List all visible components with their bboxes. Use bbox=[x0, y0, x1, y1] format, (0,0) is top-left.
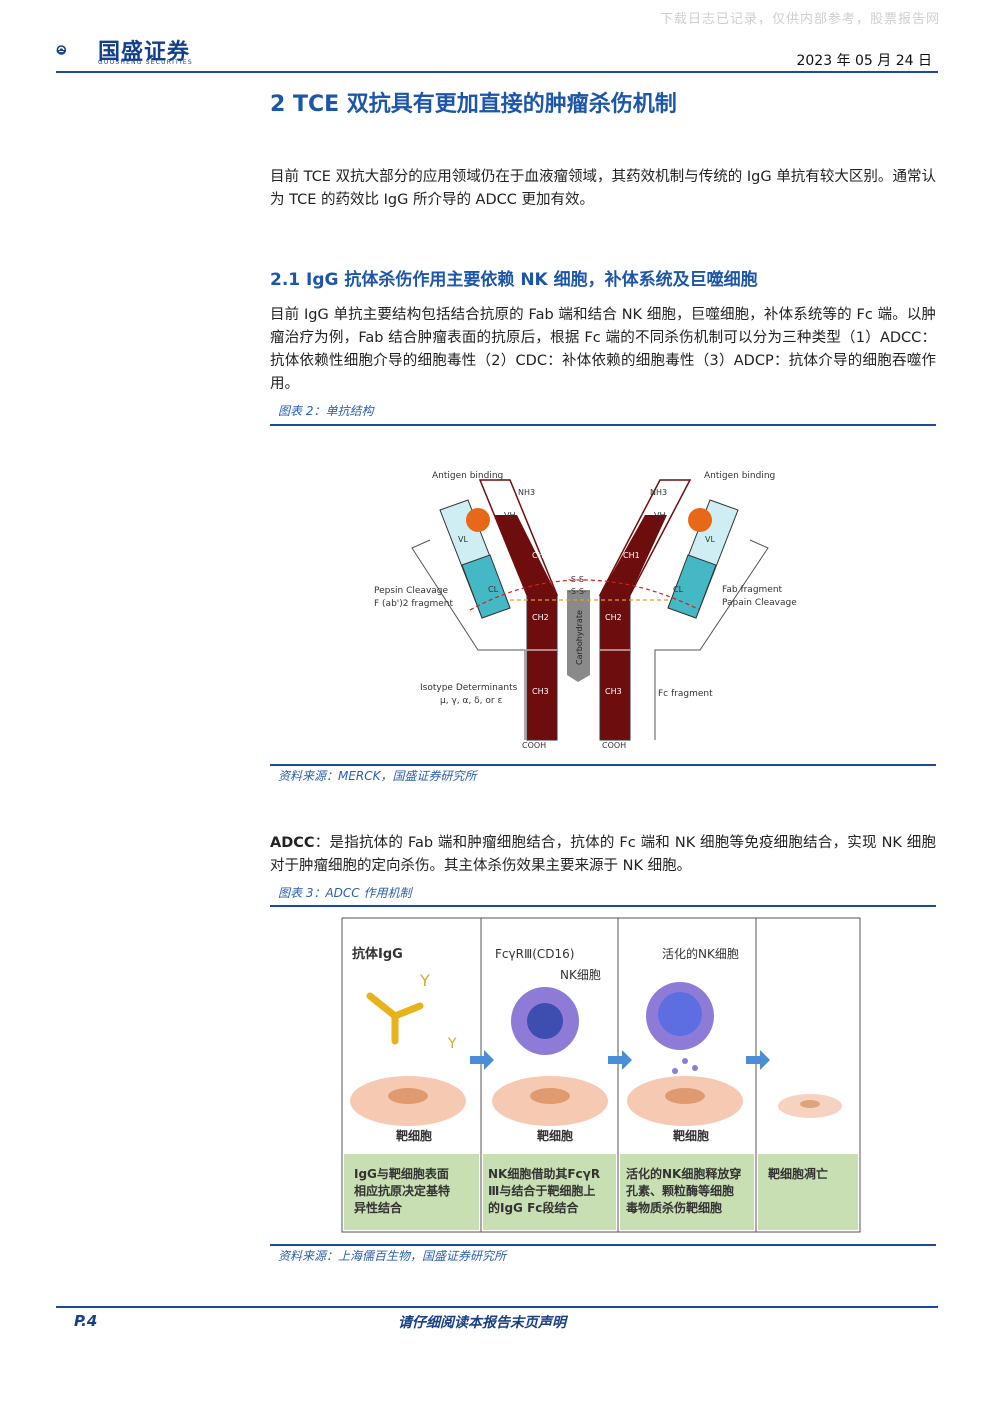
label-cl-left: CL bbox=[488, 585, 499, 594]
label-ch2-left: CH2 bbox=[532, 613, 549, 622]
label-papain: Papain Cleavage bbox=[722, 598, 797, 608]
panel1-desc-line2: 相应抗原决定基特 bbox=[354, 1183, 450, 1198]
report-date: 2023 年 05 月 24 日 bbox=[796, 53, 932, 69]
panel2-desc-line1: NK细胞借助其FcγR bbox=[488, 1166, 600, 1181]
panel2-cell-label: 靶细胞 bbox=[537, 1128, 573, 1143]
adcc-mechanism-diagram: 抗体IgG Y Y 靶细胞 FcγRⅢ(CD16) NK细胞 靶细胞 活化的NK… bbox=[341, 917, 861, 1233]
label-vl-left: VL bbox=[458, 535, 468, 544]
figure2-source: 资料来源：MERCK，国盛证券研究所 bbox=[278, 769, 477, 783]
footer-divider bbox=[56, 1306, 938, 1308]
label-disulfide-2: -S-S- bbox=[568, 587, 587, 596]
label-antigen-binding-left: Antigen binding bbox=[432, 471, 503, 481]
panel1-top-label: 抗体IgG bbox=[352, 946, 403, 962]
panel1-cell-label: 靶细胞 bbox=[396, 1128, 432, 1143]
label-vh-left: VH bbox=[504, 511, 516, 520]
adcc-text: ：是指抗体的 Fab 端和肿瘤细胞结合，抗体的 Fc 端和 NK 细胞等免疫细胞… bbox=[270, 835, 936, 874]
panel2-top-label: FcγRⅢ(CD16) bbox=[495, 947, 574, 961]
label-fab2: F (ab')2 fragment bbox=[374, 599, 453, 609]
panel3-desc-line3: 毒物质杀伤靶细胞 bbox=[626, 1200, 722, 1215]
label-cooh-left: COOH bbox=[522, 741, 546, 750]
panel3-cell-label: 靶细胞 bbox=[673, 1128, 709, 1143]
panel2-desc-line3: 的IgG Fc段结合 bbox=[488, 1200, 579, 1215]
section-intro: 目前 TCE 双抗大部分的应用领域仍在于血液瘤领域，其药效机制与传统的 IgG … bbox=[270, 169, 936, 208]
figure3-top-rule bbox=[270, 905, 936, 907]
label-vl-right: VL bbox=[705, 535, 715, 544]
subsection-paragraph: 目前 IgG 单抗主要结构包括结合抗原的 Fab 端和结合 NK 细胞，巨噬细胞… bbox=[270, 307, 936, 392]
label-disulfide-1: -S-S- bbox=[568, 575, 587, 584]
panel4-desc: 靶细胞凋亡 bbox=[768, 1166, 828, 1181]
header-divider bbox=[56, 71, 938, 73]
panel3-desc-line2: 孔素、颗粒酶等细胞 bbox=[626, 1183, 734, 1198]
panel1-desc-line1: IgG与靶细胞表面 bbox=[354, 1166, 449, 1181]
label-carbohydrate: Carbohydrate bbox=[575, 610, 584, 665]
label-ch1-left: CH1 bbox=[532, 551, 549, 560]
antibody-structure-diagram: Antigen binding Antigen binding NH3 NH3 … bbox=[374, 471, 797, 750]
panel1-desc: IgG与靶细胞表面 相应抗原决定基特 异性结合 bbox=[354, 1166, 454, 1215]
panel2-desc-line2: Ⅲ与结合于靶细胞上 bbox=[488, 1183, 595, 1198]
svg-text:Y: Y bbox=[447, 1036, 457, 1052]
footer-disclaimer: 请仔细阅读本报告末页声明 bbox=[398, 1315, 566, 1331]
label-nh3-left: NH3 bbox=[518, 488, 535, 497]
label-fab-fragment: Fab fragment bbox=[722, 585, 783, 595]
label-vh-right: VH bbox=[654, 511, 666, 520]
adcc-term: ADCC bbox=[270, 835, 315, 851]
label-ch2-right: CH2 bbox=[605, 613, 622, 622]
watermark: 下载日志已记录，仅供内部参考，股票报告网 bbox=[660, 12, 941, 27]
label-ch1-right: CH1 bbox=[623, 551, 640, 560]
label-antigen-binding-right: Antigen binding bbox=[704, 471, 775, 481]
page-number: P.4 bbox=[74, 1312, 98, 1330]
adcc-paragraph: ADCC：是指抗体的 Fab 端和肿瘤细胞结合，抗体的 Fc 端和 NK 细胞等… bbox=[270, 832, 936, 878]
figure3-source: 资料来源：上海儒百生物，国盛证券研究所 bbox=[278, 1249, 507, 1263]
figure2-caption: 图表 2：单抗结构 bbox=[278, 404, 374, 418]
panel1-desc-line3: 异性结合 bbox=[354, 1200, 403, 1215]
figure2-top-rule bbox=[270, 424, 936, 426]
panel3-top-label: 活化的NK细胞 bbox=[662, 946, 739, 961]
label-nh3-right: NH3 bbox=[650, 488, 667, 497]
figure2-bottom-rule bbox=[270, 764, 936, 766]
subsection-title: 2.1 IgG 抗体杀伤作用主要依赖 NK 细胞，补体系统及巨噬细胞 bbox=[270, 270, 758, 290]
label-isotype-list: μ, γ, α, δ, or ε bbox=[440, 696, 502, 706]
label-pepsin: Pepsin Cleavage bbox=[374, 586, 449, 596]
label-ch3-right: CH3 bbox=[605, 687, 622, 696]
panel3-desc: 活化的NK细胞释放穿 孔素、颗粒酶等细胞 毒物质杀伤靶细胞 bbox=[626, 1166, 746, 1215]
figure3-bottom-rule bbox=[270, 1244, 936, 1246]
label-ch3-left: CH3 bbox=[532, 687, 549, 696]
panel3-desc-line1: 活化的NK细胞释放穿 bbox=[626, 1166, 741, 1181]
panel2-top-label2: NK细胞 bbox=[560, 968, 601, 982]
label-fc-fragment: Fc fragment bbox=[658, 689, 713, 699]
section-title: 2 TCE 双抗具有更加直接的肿瘤杀伤机制 bbox=[270, 92, 677, 117]
logo-text: 国盛证券 bbox=[98, 40, 191, 65]
logo-icon bbox=[56, 45, 67, 55]
figure3-caption: 图表 3：ADCC 作用机制 bbox=[278, 886, 412, 900]
label-cooh-right: COOH bbox=[602, 741, 626, 750]
logo-subtitle: GUOSHENG SECURITIES bbox=[98, 59, 193, 66]
panel2-desc: NK细胞借助其FcγR Ⅲ与结合于靶细胞上 的IgG Fc段结合 bbox=[488, 1166, 604, 1215]
label-cl-right: CL bbox=[673, 585, 684, 594]
label-isotype: Isotype Determinants bbox=[420, 683, 518, 693]
svg-text:Y: Y bbox=[419, 971, 430, 990]
